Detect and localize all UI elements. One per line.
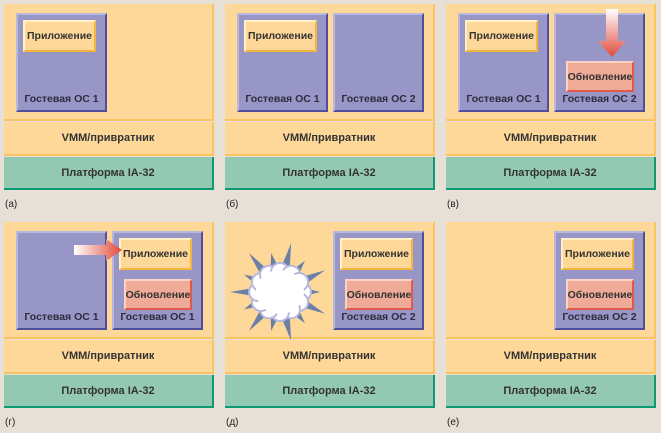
guest-os-label: Гостевая ОС 1	[24, 311, 99, 323]
update-box: Обновление	[124, 279, 192, 310]
application-box: Приложение	[23, 20, 96, 52]
arrow-right-icon	[74, 239, 122, 261]
vmm-layer: VMM/привратник	[446, 122, 656, 156]
guest-os-label: Гостевая ОС 2	[341, 93, 416, 105]
vmm-layer: VMM/привратник	[4, 122, 214, 156]
application-box: Приложение	[244, 20, 317, 52]
platform-layer: Платформа IA-32	[446, 157, 656, 190]
application-box: Приложение	[340, 238, 413, 270]
panel-caption: (в)	[447, 199, 459, 210]
arrow-down-icon	[598, 9, 626, 57]
vmm-layer: VMM/привратник	[446, 340, 656, 374]
application-box: Приложение	[561, 238, 634, 270]
guest-os-label: Гостевая ОС 2	[562, 93, 637, 105]
platform-layer: Платформа IA-32	[4, 375, 214, 408]
update-box: Обновление	[566, 279, 634, 310]
guest-os-right: Гостевая ОС 2	[333, 13, 424, 112]
vmm-layer: VMM/привратник	[225, 122, 435, 156]
application-box: Приложение	[119, 238, 192, 270]
panel-caption: (б)	[226, 199, 239, 210]
vmm-layer: VMM/привратник	[225, 340, 435, 374]
platform-layer: Платформа IA-32	[225, 375, 435, 408]
guest-os-label: Гостевая ОС 2	[562, 311, 637, 323]
platform-layer: Платформа IA-32	[446, 375, 656, 408]
update-box: Обновление	[566, 61, 634, 92]
panel-caption: (е)	[447, 417, 460, 428]
guest-os-label: Гостевая ОС 1	[24, 93, 99, 105]
application-box: Приложение	[465, 20, 538, 52]
platform-layer: Платформа IA-32	[4, 157, 214, 190]
explosion-icon	[230, 243, 325, 340]
panel-caption: (г)	[5, 417, 16, 428]
guest-os-label: Гостевая ОС 2	[341, 311, 416, 323]
guest-os-label: Гостевая ОС 1	[245, 93, 320, 105]
platform-layer: Платформа IA-32	[225, 157, 435, 190]
guest-os-label: Гостевая ОС 1	[466, 93, 541, 105]
panel-caption: (а)	[5, 199, 18, 210]
update-box: Обновление	[345, 279, 413, 310]
vmm-layer: VMM/привратник	[4, 340, 214, 374]
guest-os-label: Гостевая ОС 1	[120, 311, 195, 323]
panel-caption: (д)	[226, 417, 239, 428]
